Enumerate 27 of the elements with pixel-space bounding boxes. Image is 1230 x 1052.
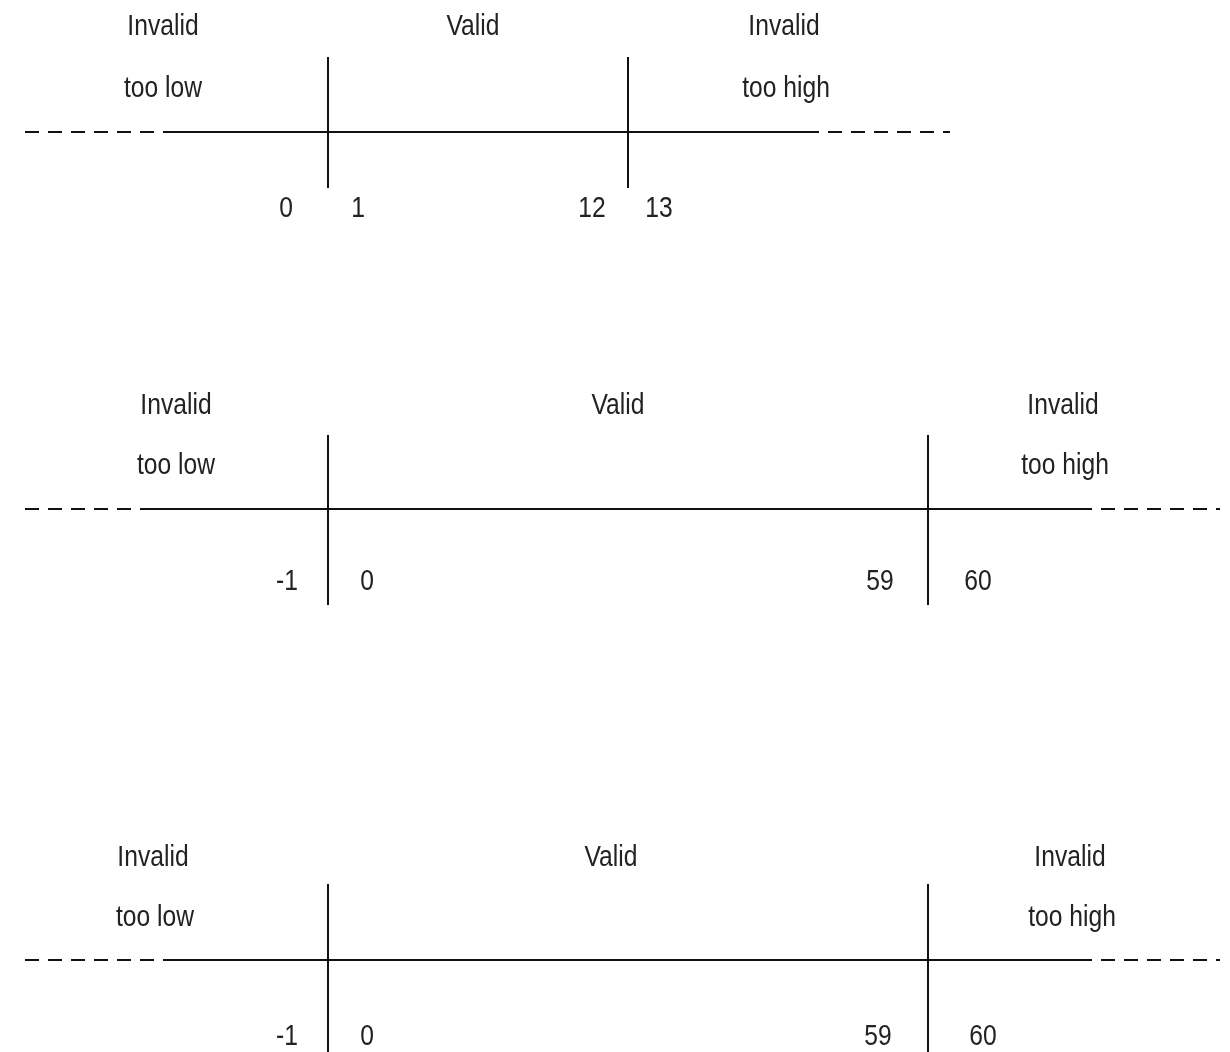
- range-label: too low: [115, 901, 195, 931]
- range-label: Invalid: [1027, 389, 1099, 419]
- range-label: Invalid: [748, 10, 820, 40]
- boundary-value: -1: [276, 565, 298, 595]
- range-label: Invalid: [140, 389, 212, 419]
- range-label: Invalid: [127, 10, 199, 40]
- range-label: Valid: [591, 389, 645, 419]
- boundary-value: 1: [351, 192, 365, 222]
- range-label: Invalid: [117, 841, 189, 871]
- boundary-value: 60: [969, 1020, 997, 1050]
- range-label: too high: [1028, 901, 1116, 931]
- range-label: Invalid: [1034, 841, 1106, 871]
- range-label: Valid: [446, 10, 500, 40]
- range-label: too high: [742, 72, 830, 102]
- boundary-value: 0: [360, 565, 374, 595]
- boundary-value: 0: [360, 1020, 374, 1050]
- boundary-value: 12: [578, 192, 606, 222]
- range-label: Valid: [584, 841, 638, 871]
- range-label: too low: [123, 72, 203, 102]
- boundary-value: 13: [645, 192, 673, 222]
- boundary-value: 59: [866, 565, 894, 595]
- range-label: too low: [136, 449, 216, 479]
- range-label: too high: [1021, 449, 1109, 479]
- boundary-value: -1: [276, 1020, 298, 1050]
- boundary-value: 60: [964, 565, 992, 595]
- boundary-value: 0: [279, 192, 293, 222]
- boundary-value: 59: [864, 1020, 892, 1050]
